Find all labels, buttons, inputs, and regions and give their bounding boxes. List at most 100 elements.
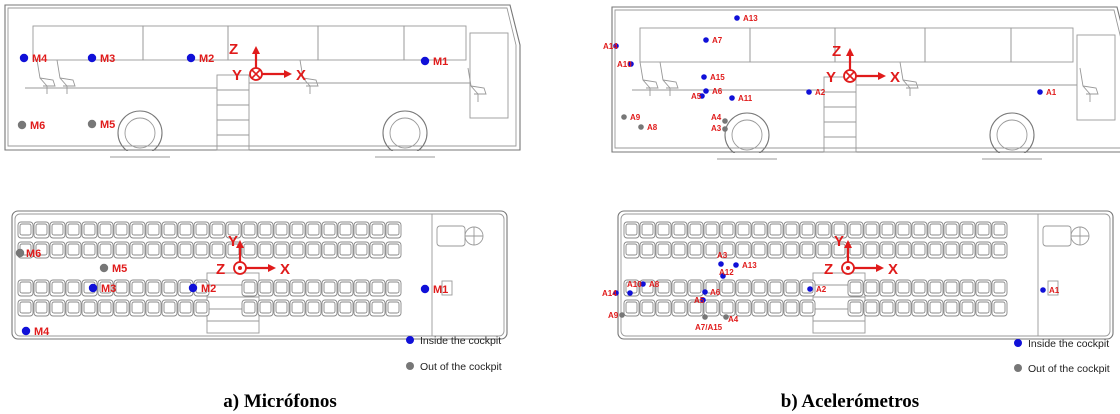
sensor-label-m6: M6 [30, 120, 45, 132]
seat-pair [145, 221, 178, 239]
seat-pair [655, 241, 688, 259]
sensor-label-a5: A5 [691, 92, 702, 101]
sensor-marker-a4 [722, 118, 728, 124]
left-bus-side-view [4, 4, 521, 160]
side-axis-x-label: X [296, 67, 306, 84]
sensor-marker-a8 [640, 281, 646, 287]
seat-pair [17, 221, 50, 239]
seat-pair [241, 299, 274, 317]
seat-pair [17, 299, 50, 317]
sensor-label-a3: A3 [717, 251, 728, 260]
sensor-label-a6: A6 [710, 288, 721, 297]
sensor-label-a9: A9 [608, 311, 619, 320]
left-side-axis-triad: Z Y X [229, 41, 306, 84]
seat-pair [177, 221, 210, 239]
sensor-label-m1: M1 [433, 56, 448, 68]
seat-pair [177, 299, 210, 317]
seat-pair [879, 299, 912, 317]
right-seat-side [639, 61, 659, 97]
sensor-marker-m1 [420, 56, 430, 66]
seat-pair [719, 221, 752, 239]
side-axis-y-label: Y [232, 67, 242, 84]
left-driver-seat [56, 59, 76, 95]
sensor-marker-a11 [729, 95, 735, 101]
sensor-label-m5: M5 [100, 119, 115, 131]
legend-outside-label: Out of the cockpit [420, 361, 502, 373]
sensor-marker-m6 [15, 248, 25, 258]
sensor-marker-a13 [734, 15, 740, 21]
sensor-marker-m6 [17, 120, 27, 130]
sensor-marker-m2 [188, 283, 198, 293]
left-caption: a) Micrófonos [223, 391, 336, 412]
left-seat-grid [17, 221, 402, 317]
sensor-label-a8: A8 [649, 280, 660, 289]
seat-pair [879, 241, 912, 259]
seat-pair [911, 221, 944, 239]
sensor-label-a1: A1 [1046, 88, 1057, 97]
sensor-marker-a2 [806, 89, 812, 95]
seat-pair [113, 221, 146, 239]
right-seat-grid [623, 221, 1008, 317]
seat-pair [49, 299, 82, 317]
seat-pair [623, 299, 656, 317]
seat-pair [337, 241, 370, 259]
seat-pair [369, 241, 402, 259]
seat-pair [305, 299, 338, 317]
seat-pair [975, 241, 1008, 259]
legend-inside-marker [406, 336, 414, 344]
seat-pair [975, 299, 1008, 317]
sensor-label-a14: A14 [602, 289, 617, 298]
sensor-label-a10: A10 [627, 280, 642, 289]
seat-pair [719, 299, 752, 317]
sensor-marker-a6 [703, 88, 709, 94]
legend-inside-label: Inside the cockpit [1028, 338, 1109, 350]
seat-pair [81, 221, 114, 239]
seat-pair [943, 221, 976, 239]
top-axis-y-label: Y [834, 233, 844, 250]
sensor-label-a12: A12 [719, 268, 734, 277]
sensor-label-m6: M6 [26, 248, 41, 260]
sensor-label-a2: A2 [816, 285, 827, 294]
seat-pair [369, 299, 402, 317]
sensor-marker-a10 [627, 290, 633, 296]
sensor-marker-m2 [186, 53, 196, 63]
sensor-marker-a7-a15 [702, 314, 708, 320]
seat-pair [975, 221, 1008, 239]
legend-inside-marker [1014, 339, 1022, 347]
seat-pair [145, 241, 178, 259]
seat-pair [879, 221, 912, 239]
seat-pair [369, 221, 402, 239]
seat-pair [17, 279, 50, 297]
seat-pair [49, 279, 82, 297]
sensor-marker-m3 [87, 53, 97, 63]
sensor-marker-m4 [19, 53, 29, 63]
seat-pair [49, 221, 82, 239]
top-axis-z-label: Z [824, 261, 833, 278]
seat-pair [783, 221, 816, 239]
sensor-label-m2: M2 [199, 53, 214, 65]
sensor-label-a2: A2 [815, 88, 826, 97]
seat-pair [879, 279, 912, 297]
sensor-label-m5: M5 [112, 263, 127, 275]
left-top-axis-triad: Y Z X [216, 233, 290, 278]
sensor-label-a13: A13 [742, 261, 757, 270]
seat-pair [273, 221, 306, 239]
sensor-marker-a3 [722, 126, 728, 132]
sensor-label-a5: A5 [694, 296, 705, 305]
seat-pair [847, 241, 880, 259]
seat-pair [81, 241, 114, 259]
side-axis-y-label: Y [826, 69, 836, 86]
seat-pair [751, 299, 784, 317]
seat-pair [623, 241, 656, 259]
sensor-label-a7-a15: A7/A15 [695, 323, 723, 332]
sensor-label-m3: M3 [101, 283, 116, 295]
sensor-label-a7: A7 [712, 36, 723, 45]
seat-pair [911, 241, 944, 259]
legend-inside-label: Inside the cockpit [420, 335, 501, 347]
sensor-label-a4: A4 [711, 113, 722, 122]
seat-pair [911, 299, 944, 317]
